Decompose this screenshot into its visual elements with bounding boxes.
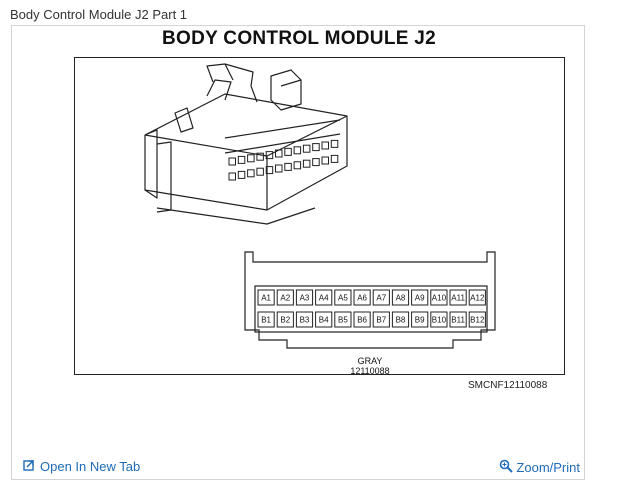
- pin-label: B8: [396, 316, 406, 325]
- pin-label: B12: [470, 316, 485, 325]
- pin-label: A8: [396, 294, 406, 303]
- pin-cell: [295, 311, 314, 328]
- pin-label: A1: [261, 294, 271, 303]
- pin-label: A10: [432, 294, 447, 303]
- connector-cavity: [284, 147, 292, 156]
- pin-label: A7: [376, 294, 386, 303]
- pin-cell: [257, 311, 275, 328]
- connector-cavity: [265, 151, 274, 160]
- pin-cell: [334, 311, 352, 328]
- connector-cavities: [228, 139, 339, 181]
- connector-cavity: [228, 172, 236, 181]
- pin-label: B4: [319, 316, 329, 325]
- pin-label: B1: [261, 316, 271, 325]
- connector-left-flange: [144, 129, 158, 199]
- connector-top-step: [174, 107, 194, 133]
- image-caption: Body Control Module J2 Part 1: [10, 7, 188, 22]
- pin-label: B6: [357, 316, 367, 325]
- terminal-face-inner: [254, 285, 488, 333]
- pin-label: B5: [338, 316, 348, 325]
- pin-label: A2: [280, 294, 290, 303]
- open-in-new-tab-label: Open In New Tab: [40, 459, 141, 474]
- connector-cavity: [312, 158, 320, 167]
- pin-label: B3: [300, 316, 310, 325]
- connector-cavity: [256, 152, 264, 161]
- pin-label: A6: [357, 294, 367, 303]
- connector-cavity: [302, 159, 311, 168]
- pin-label: B10: [432, 316, 447, 325]
- pin-label: B11: [451, 316, 465, 325]
- pin-cell: [449, 289, 467, 306]
- open-in-new-tab-link[interactable]: Open In New Tab: [23, 459, 140, 474]
- pin-label: A12: [470, 294, 485, 303]
- connector-cavity: [312, 143, 320, 152]
- pin-label: A9: [415, 294, 425, 303]
- zoom-print-label: Zoom/Print: [516, 460, 580, 475]
- connector-cavity: [330, 139, 339, 148]
- connector-cavity: [321, 156, 329, 165]
- connector-cavity: [256, 167, 264, 176]
- open-in-new-tab-icon: [23, 459, 35, 474]
- connector-base-lip: [156, 207, 316, 225]
- connector-cavity: [237, 155, 246, 164]
- pin-cell: [372, 311, 390, 328]
- connector-cavity: [302, 144, 311, 153]
- pin-cell: [295, 289, 314, 306]
- connector-cavity: [247, 169, 255, 178]
- connector-cavity: [321, 141, 329, 150]
- connector-cavity: [275, 164, 283, 173]
- connector-cavity: [228, 157, 236, 166]
- terminal-face-shell: [244, 251, 496, 349]
- image-footer: Open In New Tab Zoom/Print: [12, 450, 586, 480]
- connector-cavity: [275, 149, 283, 158]
- connector-color-label: GRAY: [358, 356, 383, 366]
- pin-label: B9: [415, 316, 425, 325]
- pin-cell: [468, 289, 486, 306]
- pin-cell: [353, 289, 371, 306]
- connector-cavity: [330, 154, 339, 163]
- pin-cell: [411, 289, 429, 306]
- connector-side-rail: [156, 141, 172, 213]
- diagram-title: BODY CONTROL MODULE J2: [161, 28, 437, 49]
- pin-cell: [276, 289, 294, 306]
- terminal-face-outline: [244, 251, 496, 349]
- connector-face-line: [224, 119, 341, 154]
- connector-latch: [206, 63, 258, 103]
- connector-cavity: [284, 162, 292, 171]
- pin-cell: [315, 289, 333, 306]
- pin-cell: [391, 311, 410, 328]
- pin-cell: [353, 311, 371, 328]
- pin-cell: [315, 311, 333, 328]
- magnifier-icon: [499, 459, 514, 476]
- pin-cell: [276, 311, 294, 328]
- connector-cavity: [293, 161, 302, 170]
- reference-code: SMCNF12110088: [468, 380, 548, 391]
- pin-cell: [334, 289, 352, 306]
- pin-cell: [430, 289, 448, 306]
- pin-cell: [257, 289, 275, 306]
- zoom-print-link[interactable]: Zoom/Print: [499, 459, 580, 476]
- pin-cell: [391, 289, 410, 306]
- pin-cell: [468, 311, 486, 328]
- pin-cell: [411, 311, 429, 328]
- diagram-frame: BODY CONTROL MODULE J2: [11, 25, 585, 480]
- pin-label: A11: [451, 294, 465, 303]
- pin-label: A4: [319, 294, 329, 303]
- pin-cell: [430, 311, 448, 328]
- pin-label: A5: [338, 294, 348, 303]
- connector-clip: [270, 69, 302, 111]
- pin-cell: [449, 311, 467, 328]
- connector-cavity: [237, 170, 246, 179]
- part-number-label: 12110088: [350, 366, 389, 376]
- pin-label: A3: [300, 294, 310, 303]
- connector-cavity: [247, 154, 255, 163]
- pin-label: B7: [376, 316, 386, 325]
- pin-label: B2: [280, 316, 290, 325]
- pin-cell: [372, 289, 390, 306]
- connector-cavity: [293, 146, 302, 155]
- connector-cavity: [265, 166, 274, 175]
